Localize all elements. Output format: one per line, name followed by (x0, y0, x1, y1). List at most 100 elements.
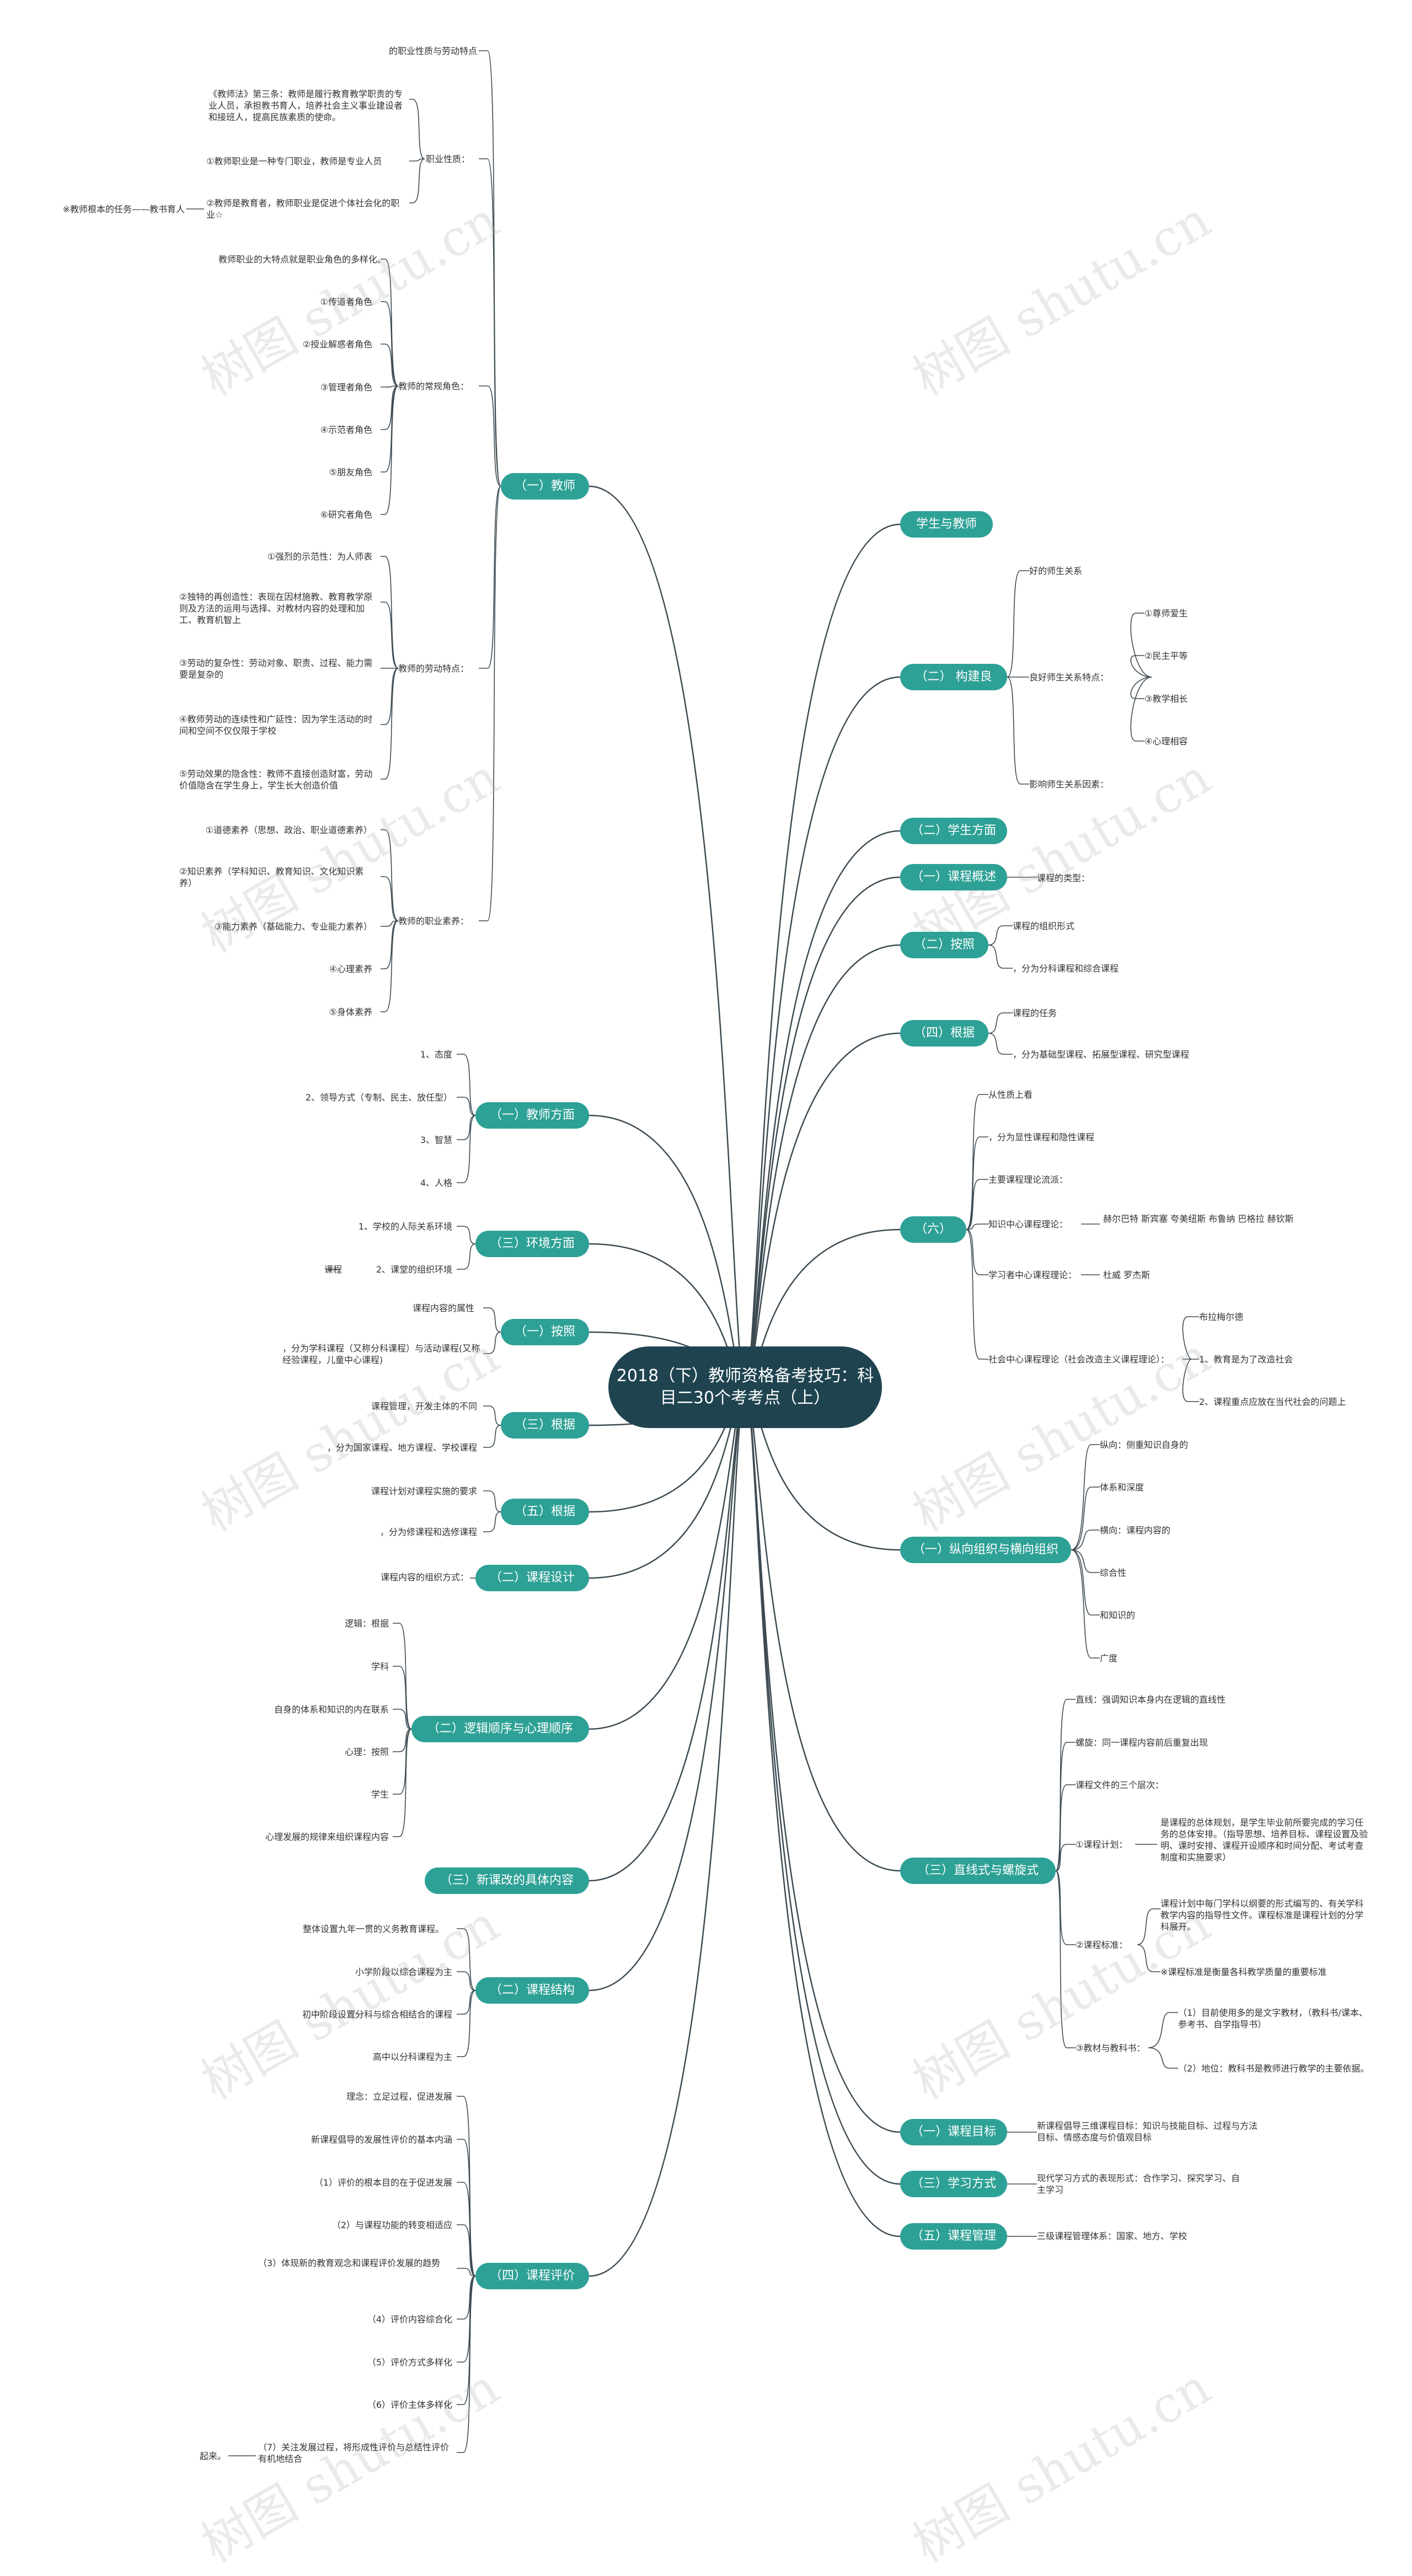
node-three-level-management: 三级课程管理体系：国家、地方、学校 (1037, 2231, 1188, 2241)
connector (457, 1054, 476, 1116)
connector (381, 385, 399, 388)
branch-course-design[interactable]: （二）课程设计 (475, 1565, 589, 1591)
node-affect-factors: 影响师生关系因素： (1029, 779, 1109, 790)
connector (1055, 1784, 1076, 1871)
connector (457, 1115, 476, 1140)
node-role-1: ①传道者角色 (320, 297, 372, 307)
connector (744, 1386, 901, 2133)
connector (1071, 1444, 1100, 1550)
node-quality-4: ④心理素养 (329, 964, 372, 974)
node-logic-system: 自身的体系和知识的内在联系 (274, 1704, 389, 1715)
node-content-attribute: 课程内容的属性 (412, 1303, 474, 1313)
node-personality: 4、人格 (420, 1178, 452, 1188)
branch-linear-spiral[interactable]: （三）直线式与螺旋式 (900, 1858, 1056, 1884)
node-labor-3: ③劳动的复杂性：劳动对象、职责、过程、能力需要是复杂的 (179, 658, 373, 680)
connector (966, 1223, 988, 1230)
connector (1130, 655, 1152, 678)
branch-course-goal[interactable]: （一）课程目标 (900, 2119, 1007, 2145)
branch-genju-4[interactable]: （四）根据 (900, 1020, 988, 1046)
node-labor-4: ④教师劳动的连续性和广延性：因为学生活动的时间和空间不仅仅限于学校 (179, 714, 373, 736)
node-quality-5: ⑤身体素养 (329, 1007, 372, 1017)
connector (457, 1928, 476, 1991)
branch-learning-style[interactable]: （三）学习方式 (900, 2171, 1007, 2197)
node-theory-schools: 主要课程理论流派： (988, 1174, 1068, 1185)
node-course-plan-requirement: 课程计划对课程实施的要求 (371, 1486, 477, 1496)
branch-course-overview[interactable]: （一）课程概述 (900, 864, 1007, 890)
node-textbook-detail-2: （2）地位：教科书是教师进行教学的主要依据。 (1178, 2063, 1370, 2074)
branch-build-relation[interactable]: （二） 构建良 (900, 664, 1007, 690)
branch-course-structure[interactable]: （二）课程结构 (475, 1977, 589, 2004)
branch-new-reform[interactable]: （三）新课改的具体内容 (425, 1867, 589, 1894)
node-knowledge-center-people: 赫尔巴特 斯宾塞 夸美纽斯 布鲁纳 巴格拉 赫钦斯 (1103, 1214, 1294, 1224)
node-knowledge-center: 知识中心课程理论： (988, 1219, 1068, 1230)
node-teacher-profession: ①教师职业是一种专门职业，教师是专业人员 (206, 156, 382, 167)
node-teacher-law: 《教师法》第三条：教师是履行教育教学职责的专业人员，承担教书育人，培养社会主义事… (208, 89, 403, 122)
connector (744, 1386, 901, 2185)
connector (381, 829, 399, 921)
branch-genju-5[interactable]: （五）根据 (501, 1499, 589, 1525)
connector (381, 668, 399, 780)
connector (457, 2182, 476, 2277)
branch-six[interactable]: （六） (900, 1216, 966, 1243)
node-wisdom: 3、智慧 (420, 1135, 452, 1145)
connector (409, 158, 425, 162)
node-labor-1: ①强烈的示范性：为人师表 (267, 551, 372, 562)
node-career-nature: 的职业性质与劳动特点 (388, 46, 477, 56)
node-labor-5: ⑤劳动效果的隐含性：教师不直接创造财富，劳动价值隐含在学生身上，学生长大创造价值 (179, 769, 373, 791)
branch-environment[interactable]: （三）环境方面 (475, 1231, 589, 1257)
node-eval-4: （3）体现新的教育观念和课程评价发展的趋势 (258, 2258, 441, 2268)
node-subject-activity: ，分为学科课程（又称分科课程）与活动课程(又称经验课程，儿童中心课程) (282, 1343, 480, 1365)
branch-logic-psychology[interactable]: （二）逻辑顺序与心理顺序 (411, 1716, 589, 1742)
connector (1130, 677, 1152, 742)
branch-student-side[interactable]: （二）学生方面 (900, 818, 1007, 844)
connector (457, 1243, 476, 1270)
connector (381, 920, 399, 927)
node-nature-view: 从性质上看 (988, 1090, 1033, 1100)
node-basic-extend-research: ，分为基础型课程、拓展型课程、研究型课程 (1013, 1049, 1190, 1060)
node-brameld: 布拉梅尔德 (1199, 1312, 1244, 1322)
connector (744, 523, 901, 1388)
branch-course-evaluation[interactable]: （四）课程评价 (475, 2263, 589, 2289)
node-quality-3: ③能力素养（基础能力、专业能力素养） (214, 921, 372, 932)
node-course-types: 课程的类型： (1037, 873, 1090, 883)
branch-anzhao-1[interactable]: （一）按照 (501, 1319, 589, 1345)
connector (589, 1386, 746, 2277)
branch-vertical-horizontal[interactable]: （一）纵向组织与横向组织 (900, 1537, 1071, 1563)
connector (457, 2276, 476, 2320)
branch-student-teacher[interactable]: 学生与教师 (900, 511, 993, 538)
connector (393, 1729, 412, 1795)
connector (1007, 570, 1029, 678)
connector (381, 385, 399, 430)
node-role-6: ⑥研究者角色 (320, 509, 372, 520)
connector (381, 920, 399, 1012)
branch-teacher-side[interactable]: （一）教师方面 (475, 1102, 589, 1129)
connector (1148, 2012, 1178, 2048)
connector (409, 99, 425, 159)
branch-genju-3[interactable]: （三）根据 (501, 1412, 589, 1439)
node-current-problems: 2、课程重点应放在当代社会的问题上 (1199, 1397, 1346, 1407)
node-learner-center-people: 杜威 罗杰斯 (1103, 1270, 1151, 1280)
connector (457, 1226, 476, 1244)
node-course-standard-detail: 课程计划中每门学科以纲要的形式编写的、有关学科教学内容的指导性文件。课程标准是课… (1160, 1898, 1364, 1932)
node-course-task: 课程的任务 (1013, 1008, 1057, 1018)
branch-teacher[interactable]: （一）教师 (501, 473, 589, 500)
connector (988, 1012, 1013, 1034)
connector (966, 1229, 988, 1360)
node-course-standard: ②课程标准： (1076, 1940, 1128, 1950)
branch-anzhao-2[interactable]: （二）按照 (900, 932, 988, 958)
connector (457, 2096, 476, 2277)
node-three-goals: 新课程倡导三维课程目标：知识与技能目标、过程与方法目标、情感态度与价值观目标 (1037, 2121, 1258, 2143)
branch-course-management[interactable]: （五）课程管理 (900, 2223, 1007, 2250)
connector (1148, 2047, 1178, 2069)
node-and-knowledge: 和知识的 (1100, 1610, 1136, 1620)
connector (1071, 1549, 1100, 1573)
connector (966, 1229, 988, 1275)
connector (1071, 1486, 1100, 1550)
node-required-elective: ，分为修课程和选修课程 (379, 1527, 477, 1537)
node-role-4: ④示范者角色 (320, 425, 372, 435)
root-node[interactable]: 2018（下）教师资格备考技巧：科目二30个考考点（上） (608, 1346, 882, 1428)
connector (1137, 1944, 1160, 1972)
connector (744, 1386, 901, 2237)
node-role-2: ②授业解惑者角色 (302, 339, 372, 350)
connector (1071, 1549, 1100, 1616)
